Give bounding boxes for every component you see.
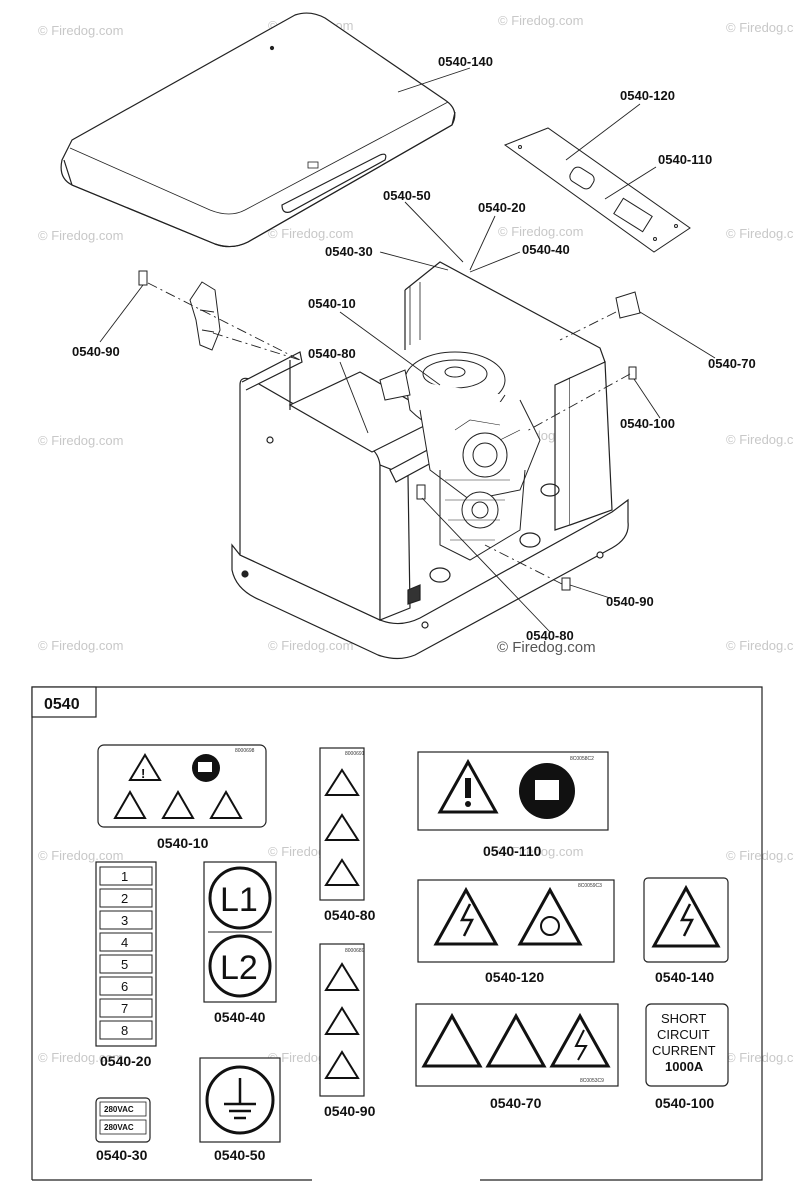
callout-0540-80: 0540-80 xyxy=(308,346,356,361)
svg-text:8C0058C2: 8C0058C2 xyxy=(570,756,594,762)
decal-number: 8 xyxy=(121,1023,128,1038)
svg-text:!: ! xyxy=(141,766,145,781)
decal-label-0540-140: 0540-140 xyxy=(655,969,714,985)
section-code: 0540 xyxy=(44,696,80,713)
decal-number: 1 xyxy=(121,869,128,884)
short-circuit-line: 1000A xyxy=(665,1059,704,1074)
enclosure xyxy=(231,261,629,660)
decal-number: 6 xyxy=(121,979,128,994)
voltage-text: 280VAC xyxy=(104,1105,134,1114)
decal-l1-text: L1 xyxy=(220,881,258,919)
watermark: © Firedog.com xyxy=(38,848,123,863)
decal-label-0540-120: 0540-120 xyxy=(485,969,544,985)
callout-0540-120: 0540-120 xyxy=(620,88,675,103)
decal-number: 4 xyxy=(121,935,128,950)
svg-text:8000691: 8000691 xyxy=(345,751,365,757)
short-circuit-line: CIRCUIT xyxy=(657,1027,710,1042)
top-panel-bracket xyxy=(503,127,691,253)
short-circuit-line: CURRENT xyxy=(652,1043,716,1058)
watermark: © Firedog.com xyxy=(726,848,794,863)
decal-number: 7 xyxy=(121,1001,128,1016)
decal-l2-text: L2 xyxy=(220,949,258,987)
callout-0540-90-lower: 0540-90 xyxy=(606,594,654,609)
callout-0540-80-lower: 0540-80 xyxy=(526,628,574,643)
engine xyxy=(379,351,541,561)
decal-label-0540-20: 0540-20 xyxy=(100,1053,152,1069)
decal-0540-70: 8C0053C9 xyxy=(415,1003,619,1087)
watermark-dark: © Firedog.com xyxy=(497,639,596,656)
watermark: © Firedog.com xyxy=(498,224,583,239)
callout-0540-20: 0540-20 xyxy=(478,200,526,215)
decal-label-0540-10: 0540-10 xyxy=(157,835,209,851)
leader-lines xyxy=(99,67,716,633)
short-circuit-line: SHORT xyxy=(661,1011,706,1026)
watermark: © Firedog.com xyxy=(38,228,123,243)
callout-0540-10: 0540-10 xyxy=(308,296,356,311)
watermark: © Firedog.com xyxy=(726,432,794,447)
watermark: © Firedog.com xyxy=(38,433,123,448)
decal-legend: 0540 ! 8000698 0540-10 8000691 0540-80 xyxy=(31,686,763,1181)
decal-0540-30: 280VAC 280VAC xyxy=(95,1097,151,1143)
svg-text:8000689: 8000689 xyxy=(345,948,365,954)
watermark: © Firedog.com xyxy=(38,638,123,653)
callout-labels: 0540-140 0540-120 0540-110 0540-50 0540-… xyxy=(72,54,756,643)
svg-text:8000698: 8000698 xyxy=(235,748,255,754)
watermarks: © Firedog.com © Firedog.com © Firedog.co… xyxy=(38,13,794,1065)
svg-text:8C0053C9: 8C0053C9 xyxy=(580,1078,604,1084)
callout-0540-100: 0540-100 xyxy=(620,416,675,431)
section-tab xyxy=(31,686,97,718)
decal-0540-120: 8C0059C3 xyxy=(417,879,615,963)
watermark: © Firedog.com xyxy=(726,20,794,35)
decal-0540-100: SHORT CIRCUIT CURRENT 1000A xyxy=(645,1003,729,1087)
watermark: © Firedog.com xyxy=(726,638,794,653)
watermark: © Firedog.com xyxy=(726,226,794,241)
decal-0540-50 xyxy=(199,1057,281,1143)
decal-0540-90: 8000689 xyxy=(319,943,365,1097)
watermark: © Firedog.com xyxy=(38,1050,123,1065)
watermark: © Firedog.com xyxy=(268,226,353,241)
callout-0540-30: 0540-30 xyxy=(325,244,373,259)
decal-0540-110: 8C0058C2 xyxy=(417,751,609,831)
callout-0540-110: 0540-110 xyxy=(658,152,712,167)
watermark: © Firedog.com xyxy=(726,1050,794,1065)
decal-label-0540-30: 0540-30 xyxy=(96,1147,148,1163)
decal-number: 5 xyxy=(121,957,128,972)
decal-label-0540-50: 0540-50 xyxy=(214,1147,266,1163)
decal-label-0540-100: 0540-100 xyxy=(655,1095,714,1111)
watermark: © Firedog.com xyxy=(498,844,583,859)
decal-0540-80: 8000691 xyxy=(319,747,365,901)
callout-0540-90: 0540-90 xyxy=(72,344,120,359)
decal-label-0540-70: 0540-70 xyxy=(490,1095,542,1111)
watermark: © Firedog.com xyxy=(38,23,123,38)
watermark: © Firedog.com xyxy=(498,13,583,28)
decal-0540-10: ! 8000698 xyxy=(97,744,267,828)
decal-label-0540-110: 0540-110 xyxy=(483,843,542,859)
callout-0540-140: 0540-140 xyxy=(438,54,493,69)
callout-0540-40: 0540-40 xyxy=(522,242,570,257)
roof-panel xyxy=(60,12,456,248)
decal-number: 3 xyxy=(121,913,128,928)
svg-text:8C0059C3: 8C0059C3 xyxy=(578,883,602,889)
voltage-text: 280VAC xyxy=(104,1123,134,1132)
decal-0540-20: 1 2 3 4 5 6 7 8 xyxy=(95,861,157,1047)
callout-0540-70: 0540-70 xyxy=(708,356,756,371)
decal-number: 2 xyxy=(121,891,128,906)
callout-0540-50: 0540-50 xyxy=(383,188,431,203)
watermark: © Firedog.com xyxy=(268,638,353,653)
decal-label-0540-40: 0540-40 xyxy=(214,1009,266,1025)
decal-0540-140 xyxy=(643,877,729,963)
bracket xyxy=(189,281,221,351)
decal-label-0540-90: 0540-90 xyxy=(324,1103,376,1119)
decal-0540-40: L1 L2 xyxy=(203,861,277,1003)
decal-label-0540-80: 0540-80 xyxy=(324,907,376,923)
